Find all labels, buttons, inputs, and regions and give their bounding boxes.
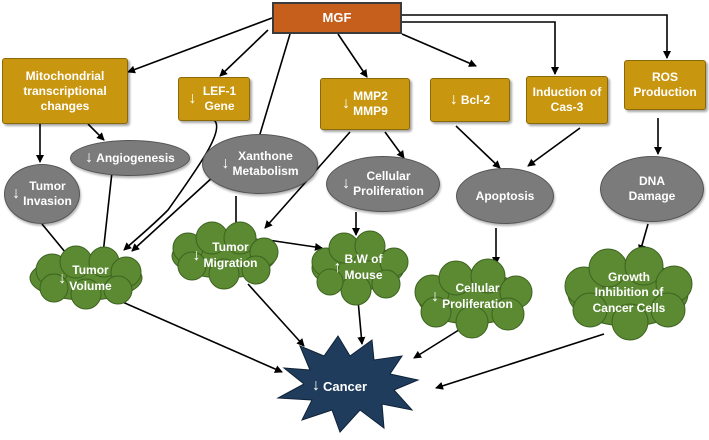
cellular-proliferation2-text: ↓ Cellular Proliferation <box>420 278 524 316</box>
mmp9-label: MMP9 <box>353 104 388 118</box>
growth-inhibition-text: Growth Inhibition of Cancer Cells <box>576 266 682 320</box>
cloud-growth-inhibition <box>564 246 693 341</box>
mito-label: Mitochondrial transcriptional changes <box>23 68 107 113</box>
dna-damage-oval: DNA Damage <box>600 156 704 222</box>
apoptosis-label: Apoptosis <box>475 188 535 203</box>
bw-mouse-label-1: B.W of <box>344 252 383 267</box>
dna-damage-label-1: DNA <box>639 174 665 188</box>
bw-mouse-labels: B.W of Mouse <box>344 252 382 283</box>
down-arrow-icon: ↓ <box>188 90 197 107</box>
cellular-proliferation2-label-2: Proliferation <box>442 297 513 311</box>
cellular-proliferation-label-1: Cellular <box>366 169 411 183</box>
cancer-star <box>276 335 420 433</box>
edge-mgf-mito <box>127 17 273 74</box>
clouds <box>29 221 693 341</box>
tumor-invasion-label-2: Invasion <box>23 194 72 208</box>
growth-inhibition-label-3: Cancer Cells <box>592 300 666 315</box>
mgf-label: MGF <box>322 9 352 25</box>
down-arrow-icon: ↓ <box>12 185 21 202</box>
edge-mgf-bcl2 <box>401 33 477 67</box>
lef1-box: ↓ LEF-1 Gene <box>178 77 250 121</box>
edge-lef1-volume <box>123 119 218 251</box>
bw-mouse-text: ↑ B.W of Mouse <box>318 250 398 286</box>
edge-growth-cancer <box>435 333 605 390</box>
cancer-text: ↓ Cancer <box>312 374 402 398</box>
edge-migration-bw <box>267 239 323 251</box>
edge-volume-cancer <box>117 299 283 373</box>
down-arrow-icon: ↓ <box>58 269 67 287</box>
down-arrow-icon: ↓ <box>342 175 351 192</box>
dna-damage-label-2: Damage <box>628 189 676 203</box>
mmp-labels: MMP2 MMP9 <box>353 89 388 119</box>
tumor-volume-text: ↓ Tumor Volume <box>40 262 130 296</box>
down-arrow-icon: ↓ <box>192 246 201 264</box>
tumor-migration-text: ↓ Tumor Migration <box>180 238 270 274</box>
cellular-proliferation-labels: Cellular Proliferation <box>353 169 424 199</box>
lef1-label: LEF-1 Gene <box>202 84 237 113</box>
growth-inhibition-label-1: Growth <box>608 269 650 284</box>
cloud-tumor-volume <box>29 245 143 310</box>
xanthone-label-2: Metabolism <box>232 164 299 178</box>
xanthone-oval: ↓ Xanthone Metabolism <box>202 134 318 194</box>
tumor-invasion-label-1: Tumor <box>29 179 66 193</box>
tumor-volume-labels: Tumor Volume <box>69 263 111 294</box>
edge-bcl2-apoptosis <box>455 125 501 169</box>
down-arrow-icon: ↓ <box>312 377 320 394</box>
dna-damage-labels: DNA Damage <box>629 174 676 204</box>
tumor-migration-label-2: Migration <box>203 256 258 270</box>
cloud-cellular-proliferation <box>414 258 533 339</box>
tumor-volume-label-1: Tumor <box>72 263 109 278</box>
tumor-invasion-oval: ↓ Tumor Invasion <box>4 164 80 224</box>
edge-cas3-apoptosis <box>527 127 581 167</box>
cellular-proliferation-label-2: Proliferation <box>353 184 424 198</box>
up-arrow-icon: ↑ <box>333 258 342 276</box>
tumor-invasion-labels: Tumor Invasion <box>23 179 72 209</box>
xanthone-label-1: Xanthone <box>238 149 293 163</box>
mgf-box: MGF <box>272 2 402 34</box>
tumor-migration-labels: Tumor Migration <box>204 240 258 271</box>
edge-mgf-ros <box>402 14 671 59</box>
mmp2-label: MMP2 <box>353 89 388 103</box>
cellular-proliferation2-labels: Cellular Proliferation <box>442 281 513 312</box>
ros-label: ROS Production <box>633 70 697 99</box>
edge-angio-volume <box>99 171 113 255</box>
edge-mgf-mmp <box>337 33 368 78</box>
edge-migration-cancer <box>247 283 305 347</box>
bw-mouse-label-2: Mouse <box>344 268 383 282</box>
down-arrow-icon: ↓ <box>342 95 351 112</box>
growth-inhibition-label-2: Inhibition of <box>594 285 664 300</box>
cloud-tumor-migration <box>171 221 279 290</box>
down-arrow-icon: ↓ <box>449 91 458 108</box>
cas3-box: Induction of Cas-3 <box>526 76 608 124</box>
angiogenesis-label: Angiogenesis <box>96 150 175 165</box>
edge-mgf-lef1 <box>219 29 269 77</box>
tumor-volume-label-2: Volume <box>69 279 112 293</box>
bcl2-label: Bcl-2 <box>460 92 491 107</box>
mmp-box: ↓ MMP2 MMP9 <box>320 78 410 130</box>
cas3-label: Induction of Cas-3 <box>532 85 602 114</box>
edge-xanthone-volume <box>131 175 215 252</box>
bcl2-box: ↓ Bcl-2 <box>430 78 510 122</box>
edge-mmp-prolif <box>384 131 405 159</box>
edge-mgf-xanthone <box>255 33 291 145</box>
down-arrow-icon: ↓ <box>431 287 440 305</box>
ros-box: ROS Production <box>624 60 706 110</box>
cellular-proliferation-oval: ↓ Cellular Proliferation <box>326 156 440 212</box>
mito-box: Mitochondrial transcriptional changes <box>2 58 128 124</box>
cellular-proliferation2-label-1: Cellular <box>455 281 500 296</box>
xanthone-labels: Xanthone Metabolism <box>232 149 298 179</box>
edge-mgf-cas3 <box>402 21 559 75</box>
edge-mito-angio <box>87 123 105 141</box>
down-arrow-icon: ↓ <box>85 149 94 166</box>
edge-bw-cancer <box>357 299 366 345</box>
angiogenesis-oval: ↓ Angiogenesis <box>70 140 190 176</box>
cloud-bw-mouse <box>311 230 409 306</box>
down-arrow-icon: ↓ <box>221 155 230 172</box>
edge-prolif2-cancer <box>413 327 463 359</box>
apoptosis-oval: Apoptosis <box>456 168 554 224</box>
cancer-label: Cancer <box>323 378 368 394</box>
tumor-migration-label-1: Tumor <box>212 240 249 255</box>
